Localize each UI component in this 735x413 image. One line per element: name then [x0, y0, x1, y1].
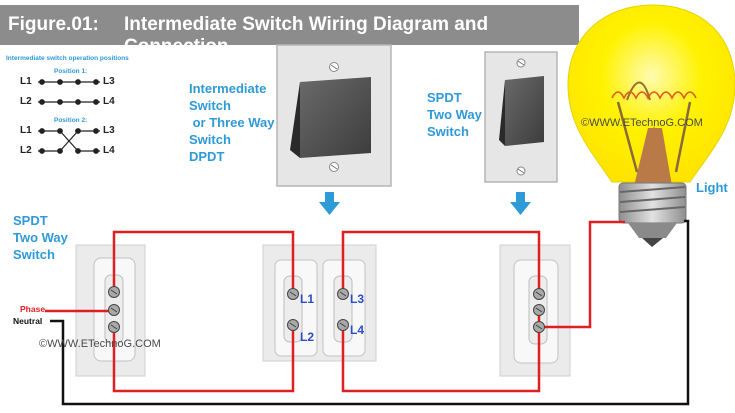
- phase-label: Phase: [20, 304, 46, 314]
- terminal-l4-label: L4: [350, 323, 365, 337]
- down-arrow-icon: [510, 192, 531, 215]
- label-line: or Three Way: [189, 115, 275, 130]
- pos2-l1: L1: [20, 125, 32, 136]
- position-2-label: Position 2:: [54, 117, 88, 124]
- pos1-l2: L2: [20, 96, 32, 107]
- label-line: Switch: [189, 98, 231, 113]
- down-arrow-icon: [319, 192, 340, 215]
- position-2-diagram: [38, 128, 100, 154]
- positions-heading: Intermediate switch operation positions: [6, 55, 129, 62]
- position-1-diagram: [38, 79, 100, 105]
- spdt-left-label: SPDT Two Way Switch: [13, 212, 68, 263]
- neutral-label: Neutral: [13, 316, 43, 326]
- pos2-l3: L3: [103, 125, 115, 136]
- label-line: Switch: [189, 132, 231, 147]
- light-label: Light: [696, 180, 728, 195]
- intermediate-switch-label: Intermediate Switch or Three Way Switch …: [189, 80, 274, 165]
- pos1-l1: L1: [20, 76, 32, 87]
- figure-number: Figure.01:: [8, 14, 99, 35]
- intermediate-switch-base: [262, 244, 377, 362]
- label-line: SPDT: [13, 213, 48, 228]
- label-line: Intermediate: [189, 81, 267, 96]
- terminal-l2-label: L2: [300, 330, 315, 344]
- terminal-screws: [108, 286, 545, 333]
- label-line: DPDT: [189, 149, 225, 164]
- label-line: Switch: [427, 124, 469, 139]
- pos1-l4: L4: [103, 96, 115, 107]
- title-bar: Figure.01: Intermediate Switch Wiring Di…: [0, 5, 579, 57]
- watermark: ©WWW.ETechnoG.COM: [581, 117, 703, 129]
- label-line: SPDT: [427, 90, 462, 105]
- phase-and-traveller-wires: [45, 220, 625, 393]
- terminal-l3-label: L3: [350, 292, 365, 306]
- pos2-l2: L2: [20, 145, 32, 156]
- label-line: Two Way: [13, 230, 68, 245]
- label-line: Switch: [13, 247, 55, 262]
- diagram-title: Intermediate Switch Wiring Diagram and C…: [124, 14, 489, 57]
- light-bulb-icon: [567, 4, 735, 247]
- pos1-l3: L3: [103, 76, 115, 87]
- terminal-l1-label: L1: [300, 292, 315, 306]
- watermark: ©WWW.ETechnoG.COM: [39, 338, 161, 350]
- spdt-right-label: SPDT Two Way Switch: [427, 89, 482, 140]
- neutral-wire: [50, 219, 690, 406]
- intermediate-switch-front: [276, 44, 392, 187]
- spdt-switch-front: [484, 51, 558, 183]
- label-line: Two Way: [427, 107, 482, 122]
- pos2-l4: L4: [103, 145, 115, 156]
- position-1-label: Position 1:: [54, 68, 88, 75]
